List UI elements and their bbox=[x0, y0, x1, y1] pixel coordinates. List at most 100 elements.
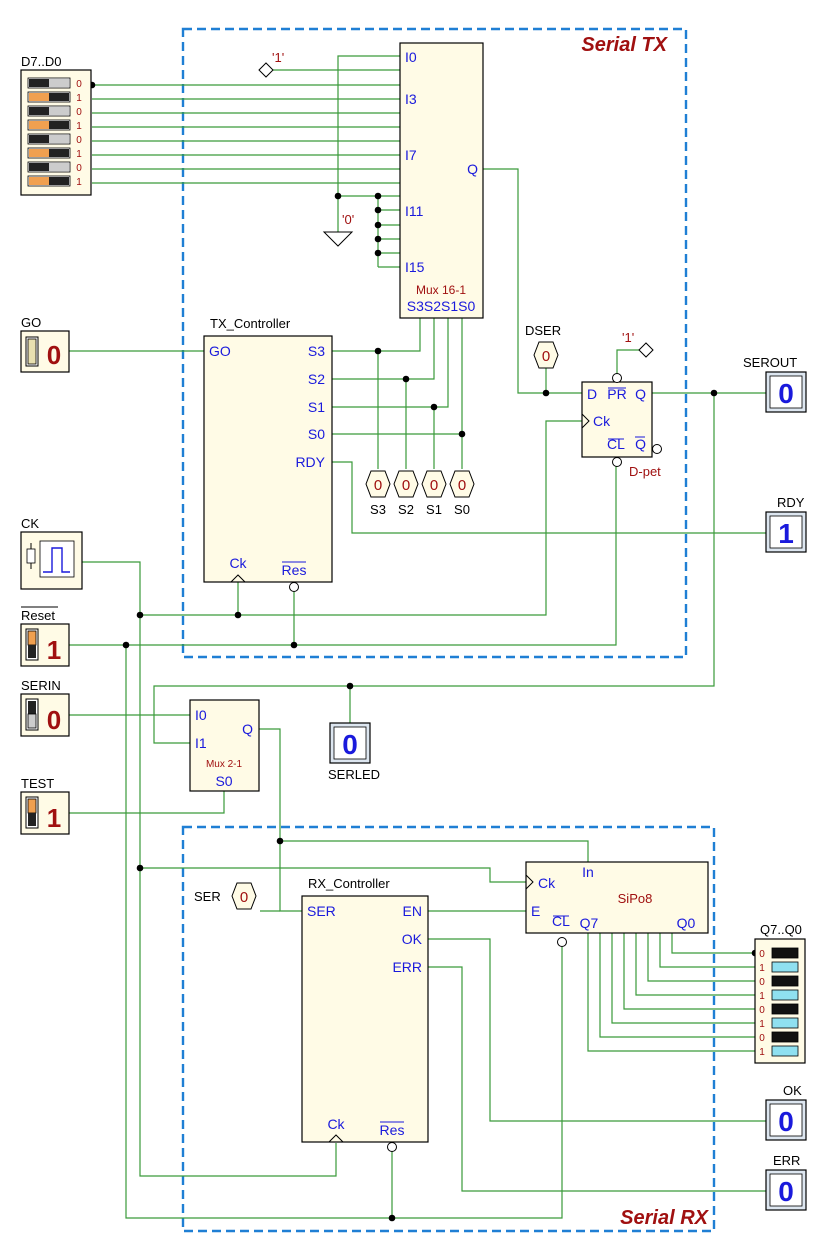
tx-controller-block[interactable]: TX_Controller GO S3 S2 S1 S0 RDY Ck Res bbox=[203, 316, 333, 592]
dip-in-switch[interactable]: 0 bbox=[27, 133, 82, 146]
dip-out-segment: 0 bbox=[759, 1003, 799, 1016]
serial-tx-title: Serial TX bbox=[581, 34, 668, 56]
s0-probe[interactable]: 0 S0 bbox=[449, 470, 475, 517]
rx-pin-res: Res bbox=[380, 1122, 405, 1138]
dip-out-segment: 0 bbox=[759, 975, 799, 988]
mux16-block[interactable]: I0 I3 I7 I11 I15 Q Mux 16-1 S3S2S1S0 bbox=[399, 42, 484, 319]
mux16-name: Mux 16-1 bbox=[416, 283, 466, 297]
serin-value: 0 bbox=[47, 705, 61, 735]
const-one-tx: '1' bbox=[258, 50, 284, 78]
err-label: ERR bbox=[773, 1153, 800, 1168]
d-flipflop-block[interactable]: D PR Q Ck CL Q D-pet bbox=[581, 373, 662, 480]
ser-probe-label: SER bbox=[194, 889, 221, 904]
dip-out-bit-label: 1 bbox=[759, 963, 765, 974]
mux2-block[interactable]: I0 I1 Q Mux 2-1 S0 bbox=[189, 699, 260, 792]
test-switch[interactable]: TEST 1 bbox=[20, 776, 70, 835]
mux16-pin-i3: I3 bbox=[405, 91, 417, 107]
s2-probe-value: 0 bbox=[402, 477, 410, 494]
dip-in-bit-label: 1 bbox=[76, 149, 82, 160]
dip-in-bit-label: 1 bbox=[76, 121, 82, 132]
const-zero-label: '0' bbox=[342, 212, 354, 227]
dip-in-switch[interactable]: 1 bbox=[27, 175, 82, 188]
rx-controller-title: RX_Controller bbox=[308, 876, 390, 891]
s0-probe-value: 0 bbox=[458, 477, 466, 494]
s1-probe-value: 0 bbox=[430, 477, 438, 494]
go-switch[interactable]: GO 0 bbox=[20, 315, 70, 373]
mux2-pin-i1: I1 bbox=[195, 735, 207, 751]
serout-label: SEROUT bbox=[743, 355, 797, 370]
dip-out-bit-label: 0 bbox=[759, 1033, 765, 1044]
const-one-label: '1' bbox=[272, 50, 284, 65]
dip-out-segment: 0 bbox=[759, 947, 799, 960]
reset-switch[interactable]: Reset 1 bbox=[20, 606, 70, 667]
dip-out-bit-label: 1 bbox=[759, 1019, 765, 1030]
sipo-pin-q7: Q7 bbox=[580, 915, 599, 931]
dip-out-segment: 1 bbox=[759, 1045, 799, 1058]
dff-pin-pr: PR bbox=[607, 386, 626, 402]
dip-in-bit-label: 1 bbox=[76, 177, 82, 188]
go-value: 0 bbox=[47, 340, 61, 370]
s3-probe[interactable]: 0 S3 bbox=[365, 470, 391, 517]
mux16-pin-q: Q bbox=[467, 161, 478, 177]
rx-pin-ok: OK bbox=[402, 931, 423, 947]
dip-in-switch[interactable]: 1 bbox=[27, 119, 82, 132]
rx-pin-en: EN bbox=[403, 903, 422, 919]
s2-probe[interactable]: 0 S2 bbox=[393, 470, 419, 517]
dip-in-switch[interactable]: 0 bbox=[27, 77, 82, 90]
sipo-pin-q0: Q0 bbox=[677, 915, 696, 931]
dip-in-switch[interactable]: 0 bbox=[27, 161, 82, 174]
dip-out-bit-label: 1 bbox=[759, 991, 765, 1002]
tx-pin-ck: Ck bbox=[229, 555, 247, 571]
tx-pin-s2: S2 bbox=[308, 371, 325, 387]
dff-pin-cl: CL bbox=[607, 436, 625, 452]
mux16-pin-i7: I7 bbox=[405, 147, 417, 163]
err-display: ERR 0 bbox=[765, 1153, 807, 1211]
dff-pin-ck: Ck bbox=[593, 413, 611, 429]
rdy-label: RDY bbox=[777, 495, 805, 510]
sipo-name: SiPo8 bbox=[618, 891, 653, 906]
dser-probe[interactable]: DSER 0 bbox=[525, 323, 561, 369]
s-probes: 0 S3 0 S2 0 S1 0 S0 bbox=[365, 470, 475, 517]
dip-in-switch[interactable]: 1 bbox=[27, 91, 82, 104]
dip-in-bit-label: 0 bbox=[76, 135, 82, 146]
dip-out-segment: 1 bbox=[759, 1017, 799, 1030]
serled-label: SERLED bbox=[328, 767, 380, 782]
sipo8-block[interactable]: In Ck SiPo8 E CL Q7 Q0 bbox=[525, 861, 709, 947]
dip-in-bit-label: 0 bbox=[76, 163, 82, 174]
ok-value: 0 bbox=[778, 1106, 794, 1137]
dip-in-bit-label: 0 bbox=[76, 79, 82, 90]
s0-probe-label: S0 bbox=[454, 502, 470, 517]
test-value: 1 bbox=[47, 803, 61, 833]
test-label: TEST bbox=[21, 776, 54, 791]
rx-controller-block[interactable]: RX_Controller SER EN OK ERR Ck Res bbox=[301, 876, 429, 1152]
dip-out-segment: 0 bbox=[759, 1031, 799, 1044]
tx-pin-go: GO bbox=[209, 343, 231, 359]
mux16-pin-i15: I15 bbox=[405, 259, 425, 275]
dff-pin-qbar: Q bbox=[635, 436, 646, 452]
reset-value: 1 bbox=[47, 635, 61, 665]
serled-display: 0 SERLED bbox=[328, 722, 380, 782]
s1-probe[interactable]: 0 S1 bbox=[421, 470, 447, 517]
mux2-pin-q: Q bbox=[242, 721, 253, 737]
ser-probe[interactable]: SER 0 bbox=[194, 882, 257, 910]
ck-clock[interactable]: CK bbox=[20, 516, 83, 590]
dip-in-switch[interactable]: 0 bbox=[27, 105, 82, 118]
s2-probe-label: S2 bbox=[398, 502, 414, 517]
sipo-pin-e: E bbox=[531, 903, 540, 919]
mux16-select-pins: S3S2S1S0 bbox=[407, 298, 476, 314]
serin-label: SERIN bbox=[21, 678, 61, 693]
ok-label: OK bbox=[783, 1083, 802, 1098]
dip-out-segment: 1 bbox=[759, 961, 799, 974]
dip-in-bit-label: 1 bbox=[76, 93, 82, 104]
dip-in-switch[interactable]: 1 bbox=[27, 147, 82, 160]
serial-rx-title: Serial RX bbox=[620, 1207, 709, 1229]
ok-display: OK 0 bbox=[765, 1083, 807, 1141]
sipo-pin-cl: CL bbox=[552, 913, 570, 929]
serin-switch[interactable]: SERIN 0 bbox=[20, 678, 70, 737]
dff-name: D-pet bbox=[629, 464, 661, 479]
ck-label: CK bbox=[21, 516, 39, 531]
dip-out-bit-label: 0 bbox=[759, 977, 765, 988]
const-one-pr: '1' bbox=[622, 330, 654, 358]
rdy-display: RDY 1 bbox=[765, 495, 807, 553]
